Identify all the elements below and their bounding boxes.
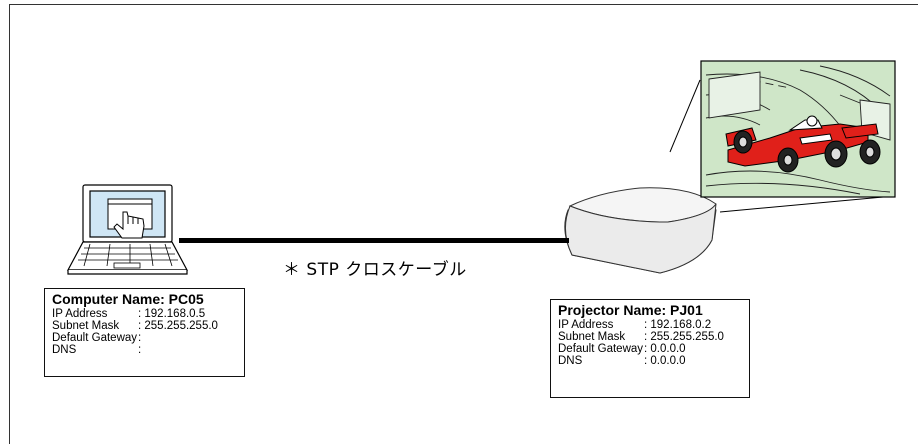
illustration-layer (66, 60, 896, 275)
info-key: DNS (558, 355, 583, 367)
beam-line-top (669, 79, 701, 153)
info-key: IP Address (558, 319, 614, 331)
info-value: : 0.0.0.0 (644, 343, 686, 355)
diagram-frame (9, 4, 918, 444)
projector-name-label: Projector Name: PJ01 (558, 302, 703, 318)
info-key: Subnet Mask (52, 320, 120, 332)
info-key: DNS (52, 344, 77, 356)
info-value: : 255.255.255.0 (138, 320, 218, 332)
computer-info-row: IP Address : 192.168.0.5 (52, 308, 238, 320)
hand-cursor-icon (107, 198, 153, 239)
info-value: : 192.168.0.5 (138, 308, 206, 320)
projected-image-icon (700, 60, 896, 198)
info-value: : 0.0.0.0 (644, 355, 686, 367)
computer-info-row: Default Gateway : (52, 332, 238, 344)
projector-icon (564, 187, 717, 274)
projector-info-row: IP Address : 192.168.0.2 (558, 319, 743, 331)
computer-name-label: Computer Name: PC05 (52, 291, 204, 307)
cable-label: ＊ STP クロスケーブル (283, 260, 467, 280)
computer-info-row: Subnet Mask : 255.255.255.0 (52, 320, 238, 332)
computer-info-box: Computer Name: PC05 IP Address : 192.168… (44, 288, 245, 377)
projector-info-row: Default Gateway : 0.0.0.0 (558, 343, 743, 355)
info-key: Subnet Mask (558, 331, 626, 343)
computer-info-row: DNS : (52, 344, 238, 356)
info-value: : 192.168.0.2 (644, 319, 712, 331)
info-value: : (138, 332, 142, 344)
info-key: Default Gateway (52, 332, 138, 344)
info-value: : 255.255.255.0 (644, 331, 724, 343)
beam-line-bottom (719, 195, 895, 213)
info-value: : (138, 344, 142, 356)
projector-info-box: Projector Name: PJ01 IP Address : 192.16… (550, 299, 750, 398)
info-key: IP Address (52, 308, 108, 320)
info-key: Default Gateway (558, 343, 644, 355)
projector-info-row: Subnet Mask : 255.255.255.0 (558, 331, 743, 343)
projector-info-row: DNS : 0.0.0.0 (558, 355, 743, 367)
stp-cable-line (179, 238, 569, 243)
